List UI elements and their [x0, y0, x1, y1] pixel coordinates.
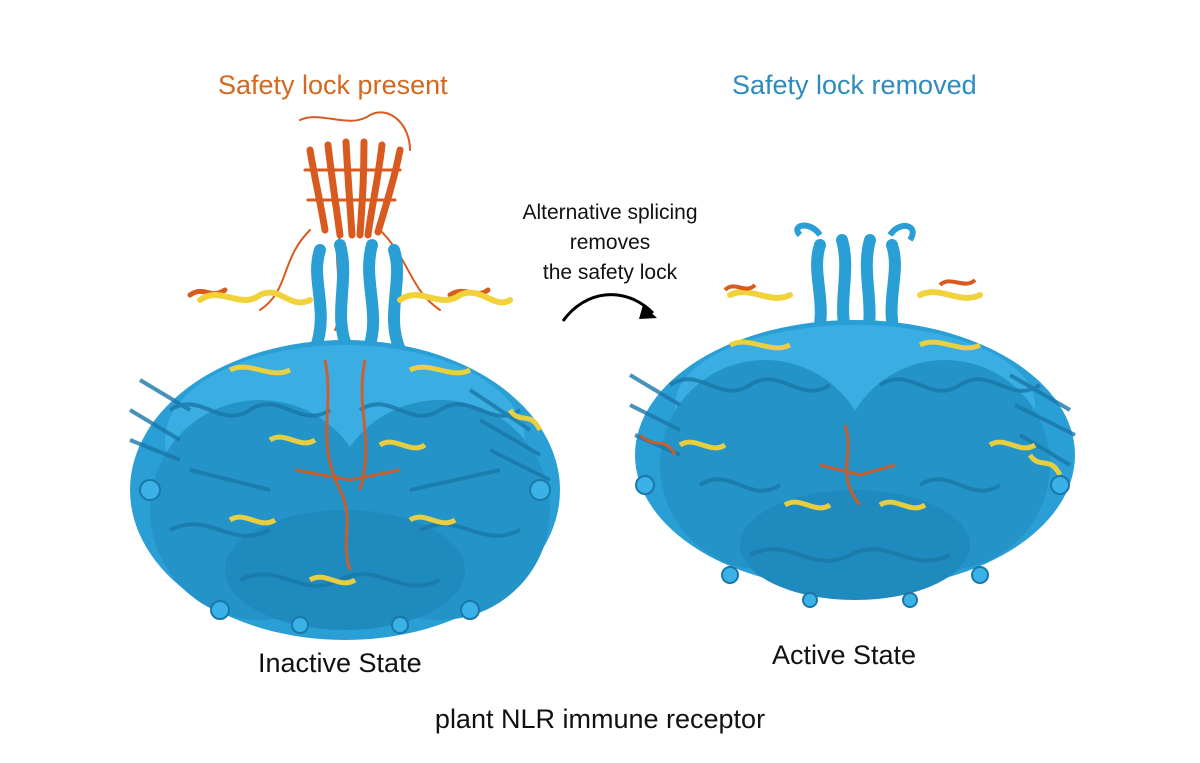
inactive-structure-image [128, 111, 560, 640]
curved-arrow-icon [561, 293, 657, 322]
splicing-line-2: removes [569, 231, 651, 254]
inactive-state-label: Inactive State [258, 648, 422, 678]
alternative-splicing-text: Alternative splicing removes the safety … [480, 198, 740, 288]
active-structure-image [628, 222, 1076, 608]
splicing-line-1: Alternative splicing [522, 201, 698, 224]
safety-lock-removed-label: Safety lock removed [732, 70, 977, 100]
safety-lock-present-label: Safety lock present [218, 70, 448, 100]
active-state-label: Active State [772, 640, 917, 670]
splicing-line-3: the safety lock [542, 261, 678, 284]
figure-caption: plant NLR immune receptor [434, 704, 766, 734]
